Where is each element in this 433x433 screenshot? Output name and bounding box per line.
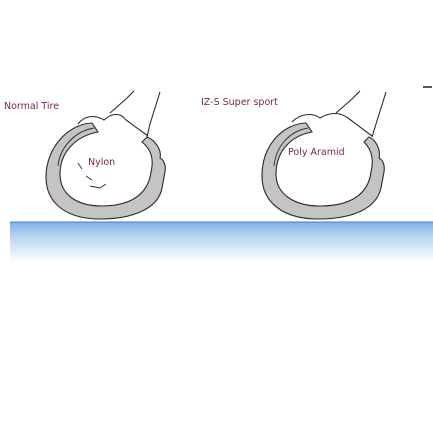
normal-tire-bead bbox=[77, 113, 149, 137]
nylon-cord-lines bbox=[77, 162, 107, 189]
normal-tire bbox=[45, 90, 166, 220]
normal-tire-sidewall bbox=[57, 127, 95, 167]
road-surface bbox=[10, 222, 433, 262]
normal-tire-casing bbox=[45, 122, 166, 220]
super-sport-tire bbox=[261, 90, 387, 220]
super-sport-tire-rim-right bbox=[371, 91, 387, 138]
normal-tire-rim-left bbox=[109, 90, 135, 114]
super-sport-tire-bead bbox=[291, 112, 373, 137]
super-sport-tire-rim-left bbox=[335, 90, 361, 114]
poly-aramid-label: Poly Aramid bbox=[288, 147, 345, 158]
nylon-label: Nylon bbox=[88, 157, 115, 168]
super-sport-tire-casing bbox=[261, 122, 385, 220]
normal-tire-label: Normal Tire bbox=[4, 101, 59, 112]
super-sport-label: IZ-S Super sport bbox=[201, 97, 278, 108]
normal-tire-rim-right bbox=[146, 91, 161, 138]
super-sport-tire-sidewall bbox=[273, 127, 309, 167]
